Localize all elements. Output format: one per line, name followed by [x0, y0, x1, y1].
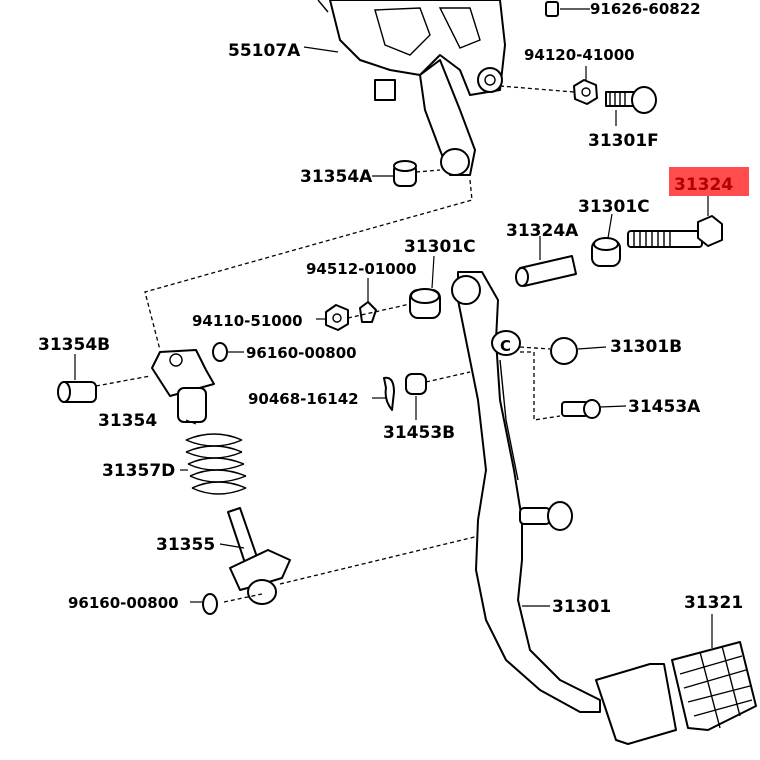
top-nut [545, 1, 559, 17]
label-31453b: 31453B [383, 423, 455, 443]
label-90468-16142: 90468-16142 [248, 390, 359, 408]
highlight-box [669, 167, 749, 196]
label-31301f: 31301F [588, 131, 659, 151]
label-55107a: 55107A [228, 41, 301, 61]
bushing-31301c-mid [409, 288, 441, 319]
label-31301c-mid: 31301C [404, 237, 476, 257]
label-31301b: 31301B [610, 337, 682, 357]
pedal-pad-31321 [671, 641, 757, 731]
pedal-arm-31301: C [451, 271, 601, 713]
label-94110-51000: 94110-51000 [192, 312, 303, 330]
label-31321: 31321 [684, 593, 743, 613]
label-31324[interactable]: 31324 [674, 175, 733, 195]
bushing-31301c-upper [591, 237, 621, 267]
nut-94110 [325, 304, 349, 331]
label-31324a: 31324A [506, 221, 579, 241]
label-94120-41000: 94120-41000 [524, 46, 635, 64]
pushrod-31355 [227, 507, 291, 605]
pin-31354b [57, 381, 97, 403]
label-91626-60822: 91626-60822 [590, 0, 701, 18]
pedal-pad-base [595, 663, 677, 745]
label-31301c-top: 31301C [578, 197, 650, 217]
collar-31324a [515, 255, 577, 287]
bushing-31354a [393, 160, 417, 187]
bushing-31301b [550, 337, 578, 365]
label-31301: 31301 [552, 597, 611, 617]
label-31453a: 31453A [628, 397, 701, 417]
spring-31357d [185, 433, 247, 495]
label-96160-00800-top: 96160-00800 [246, 344, 357, 362]
clip-96160-bottom [202, 593, 218, 615]
label-96160-00800-bottom: 96160-00800 [68, 594, 179, 612]
nut-94120 [573, 79, 598, 105]
label-94512-01000: 94512-01000 [306, 260, 417, 278]
cotter-pin-90468 [383, 376, 395, 411]
bushing-31453b [405, 373, 427, 395]
clevis-31354 [151, 349, 215, 423]
pedal-bracket [317, 0, 506, 176]
bolt-31453a [561, 399, 601, 419]
label-31354a: 31354A [300, 167, 373, 187]
label-31354: 31354 [98, 411, 157, 431]
label-31355: 31355 [156, 535, 215, 555]
label-31354b: 31354B [38, 335, 110, 355]
bolt-31324 [627, 215, 723, 248]
bolt-31301f [605, 86, 657, 114]
mark-c: C [500, 337, 511, 355]
washer-94512 [359, 301, 377, 323]
clip-96160-top [212, 342, 228, 362]
label-31357d: 31357D [102, 461, 175, 481]
